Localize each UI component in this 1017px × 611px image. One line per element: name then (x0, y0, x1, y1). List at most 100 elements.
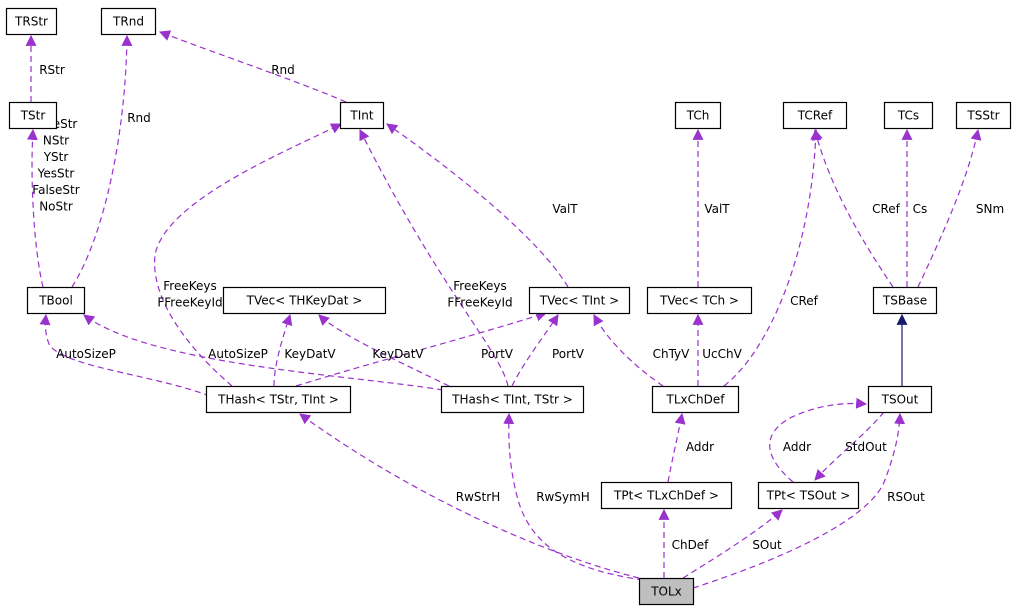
node-label: TRStr (14, 15, 48, 29)
edge-thash_tint_tstr-to-tvec_tint (511, 314, 559, 387)
edge-label: CRef (790, 294, 819, 308)
node-box (867, 385, 933, 414)
edge-thash_tstr_tint-to-tvec_tint (295, 310, 548, 387)
node-tpt-tsout[interactable]: TPt< TSOut > (757, 481, 860, 510)
node-label: TCh (686, 109, 710, 123)
edge-thash_tint_tstr-to-tbool (83, 314, 444, 391)
node-label: TInt (349, 109, 373, 123)
edge-label: PortV (552, 347, 585, 361)
node-box (26, 286, 86, 315)
edge-label: Cs (913, 202, 928, 216)
edge-label: KeyDatV (372, 347, 424, 361)
edge-thash_tstr_tint-to-tvec_thkeydat (273, 313, 293, 387)
node-box (651, 385, 740, 414)
node-tsout[interactable]: TSOut (867, 385, 933, 414)
node-label: TCs (897, 109, 919, 123)
edge-label: RwSymH (536, 490, 590, 504)
edge-label: ValT (552, 202, 578, 216)
edge-tsbase-to-tcref (812, 128, 894, 288)
node-tlxchdef[interactable]: TLxChDef (651, 385, 740, 414)
node-box (872, 286, 938, 315)
node-box (339, 101, 385, 130)
edge-label: KeyDatV (284, 347, 336, 361)
node-tstr[interactable]: TStr (8, 101, 58, 130)
node-tch[interactable]: TCh (674, 101, 722, 130)
node-thash-tstr-tint[interactable]: THash< TStr, TInt > (205, 385, 352, 414)
node-label: TLxChDef (666, 393, 726, 407)
node-label: TStr (20, 109, 46, 123)
node-label: TOLx (650, 585, 682, 599)
node-trstr[interactable]: TRStr (5, 7, 58, 36)
node-tcs[interactable]: TCs (883, 101, 934, 130)
edge-tvec_tint-to-tint (386, 123, 569, 288)
edge-tpt_tlxchdef-to-tlxchdef (667, 412, 686, 483)
node-tcref[interactable]: TCRef (782, 101, 848, 130)
edge-label: RwStrH (456, 490, 500, 504)
edge-tsbase-to-tsstr (917, 128, 982, 288)
edge-label: AutoSizeP (208, 347, 268, 361)
node-tolx[interactable]: TOLx (638, 577, 695, 606)
node-box (100, 7, 157, 36)
edge-label: ChTyV (653, 347, 691, 361)
node-label: TPt< TSOut > (766, 489, 851, 503)
node-label: TBool (38, 294, 73, 308)
edge-tolx-to-tsout (692, 412, 906, 589)
node-tsstr[interactable]: TSStr (955, 101, 1012, 130)
node-tvec-thkeydat[interactable]: TVec< THKeyDat > (222, 286, 387, 315)
edge-tpt_tsout-to-tsout (769, 397, 868, 483)
node-tvec-tch[interactable]: TVec< TCh > (646, 286, 753, 315)
edge-thash_tstr_tint-to-tint (154, 123, 342, 387)
node-tpt-tlxchdef[interactable]: TPt< TLxChDef > (600, 481, 733, 510)
edge-thash_tint_tstr-to-tint (359, 129, 509, 387)
node-label: TRnd (112, 15, 144, 29)
node-label: TVec< TCh > (659, 294, 739, 308)
node-box (8, 101, 58, 130)
node-label: TSStr (966, 109, 999, 123)
edge-labels-layer: RStrTrueStrNStrYStrYesStrFalseStrNoStr Rn… (32, 63, 1004, 552)
edge-label: StdOut (845, 440, 887, 454)
edge-label: TrueStrNStrYStrYesStrFalseStrNoStr (32, 117, 79, 214)
node-trnd[interactable]: TRnd (100, 7, 157, 36)
edge-tbool-to-tstr (26, 128, 44, 288)
edges-layer (25, 30, 982, 589)
edge-tolx-to-thash_tint_tstr (503, 412, 644, 581)
edge-tlxchdef-to-tcref (723, 128, 822, 387)
edge-label: RStr (39, 63, 65, 77)
node-label: TVec< THKeyDat > (246, 294, 363, 308)
edge-label: AutoSizeP (56, 347, 116, 361)
node-label: TPt< TLxChDef > (613, 489, 719, 503)
edge-label: Rnd (127, 111, 151, 125)
edge-label: Rnd (271, 63, 295, 77)
edge-label: ChDef (672, 538, 710, 552)
node-box (638, 577, 695, 606)
node-tsbase[interactable]: TSBase (872, 286, 938, 315)
node-label: TSOut (881, 393, 919, 407)
edge-label: RSOut (887, 490, 925, 504)
node-tvec-tint[interactable]: TVec< TInt > (528, 286, 631, 315)
edge-label: UcChV (702, 347, 742, 361)
node-box (782, 101, 848, 130)
edge-label: Addr (783, 440, 811, 454)
node-tbool[interactable]: TBool (26, 286, 86, 315)
node-label: TVec< TInt > (539, 294, 620, 308)
node-label: THash< TInt, TStr > (451, 393, 573, 407)
node-box (883, 101, 934, 130)
edge-label: SOut (752, 538, 782, 552)
node-box (757, 481, 860, 510)
edge-tolx-to-thash_tstr_tint (299, 413, 640, 579)
node-thash-tint-tstr[interactable]: THash< TInt, TStr > (440, 385, 585, 414)
node-box (955, 101, 1012, 130)
node-box (646, 286, 753, 315)
node-box (222, 286, 387, 315)
node-box (674, 101, 722, 130)
node-box (5, 7, 58, 36)
node-box (528, 286, 631, 315)
edge-label: CRef (872, 202, 901, 216)
node-label: THash< TStr, TInt > (217, 393, 339, 407)
node-tint[interactable]: TInt (339, 101, 385, 130)
edge-tolx-to-tpt_tsout (682, 509, 783, 579)
edge-label: Addr (686, 440, 714, 454)
